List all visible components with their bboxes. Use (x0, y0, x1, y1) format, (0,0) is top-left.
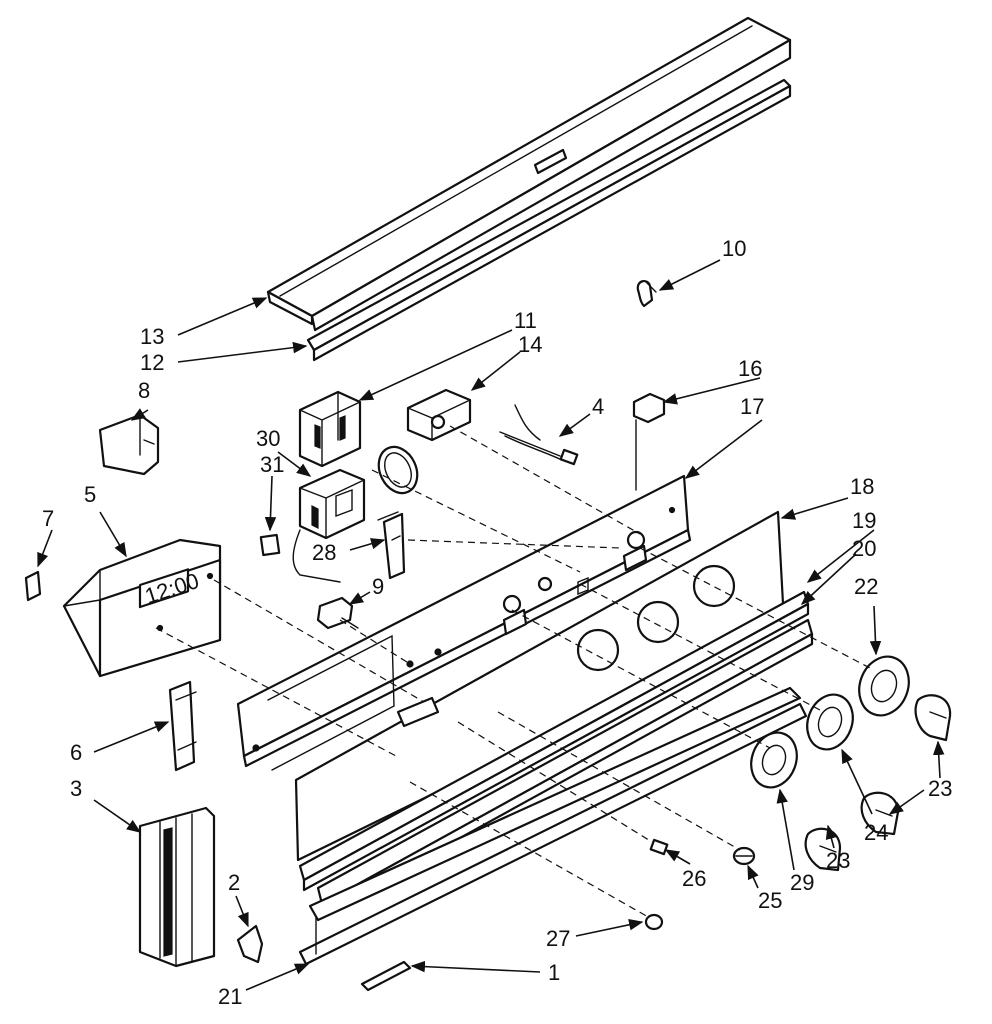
part-26-nut (649, 838, 669, 856)
part-12-filler-strip (306, 78, 792, 362)
callout-28: 28 (312, 540, 336, 565)
part-5-clock-module (62, 538, 222, 678)
part-6-bracket (168, 680, 197, 772)
part-7-clip (24, 570, 42, 602)
callout-25: 25 (758, 888, 782, 913)
part-13-top-trim (266, 16, 792, 332)
callout-21: 21 (218, 984, 242, 1009)
callout-31: 31 (260, 452, 284, 477)
callout-17: 17 (740, 394, 764, 419)
part-17-control-panel (236, 474, 692, 771)
part-29-bezel (750, 731, 798, 789)
callout-26: 26 (682, 866, 706, 891)
assembly-lines (155, 425, 871, 919)
callout-27: 27 (546, 926, 570, 951)
callout-18: 18 (850, 474, 874, 499)
part-ring (377, 445, 419, 495)
callout-30: 30 (256, 426, 280, 451)
callout-1: 1 (548, 960, 560, 985)
part-19-trim (298, 590, 810, 892)
part-21-bottom-trim (298, 686, 808, 966)
callout-19: 19 (852, 508, 876, 533)
callout-23b: 23 (826, 848, 850, 873)
part-22-bezel (858, 655, 910, 717)
part-23-knob-a (914, 694, 952, 742)
callout-5: 5 (84, 482, 96, 507)
callout-14: 14 (518, 332, 542, 357)
part-25-grommet (732, 846, 756, 866)
callout-22: 22 (854, 574, 878, 599)
callout-12: 12 (140, 350, 164, 375)
part-4-wire-harness (499, 404, 579, 466)
callout-11: 11 (514, 308, 537, 333)
part-27-plug (644, 913, 664, 931)
callout-23a: 23 (928, 776, 952, 801)
callout-7: 7 (42, 506, 54, 531)
part-16-connector (632, 392, 666, 491)
callout-20: 20 (852, 536, 876, 561)
part-8-bracket (98, 413, 160, 476)
part-10-clip (636, 280, 657, 308)
part-24-bezel (806, 693, 854, 751)
callout-8: 8 (138, 378, 150, 403)
part-28-switch-bracket (377, 511, 406, 580)
part-9-thermostat (316, 596, 359, 630)
part-3-end-cap (138, 806, 216, 968)
part-1-clip (360, 960, 412, 992)
callout-3: 3 (70, 776, 82, 801)
callout-2: 2 (228, 870, 240, 895)
part-14-relay (406, 388, 472, 442)
callout-labels: 13 12 10 11 14 8 4 16 17 30 31 28 9 5 7 … (42, 236, 952, 1009)
callout-9: 9 (372, 574, 384, 599)
callout-13: 13 (140, 324, 164, 349)
callout-29: 29 (790, 870, 814, 895)
callout-24: 24 (864, 820, 888, 845)
callout-4: 4 (592, 394, 604, 419)
callout-6: 6 (70, 740, 82, 765)
callout-16: 16 (738, 356, 762, 381)
callout-10: 10 (722, 236, 746, 261)
part-2-end-clip (236, 924, 264, 964)
part-31-fuse (259, 533, 281, 557)
part-11-transformer (298, 390, 362, 468)
part-30-timer-motor (292, 468, 366, 583)
leader-arrows (37, 259, 945, 991)
